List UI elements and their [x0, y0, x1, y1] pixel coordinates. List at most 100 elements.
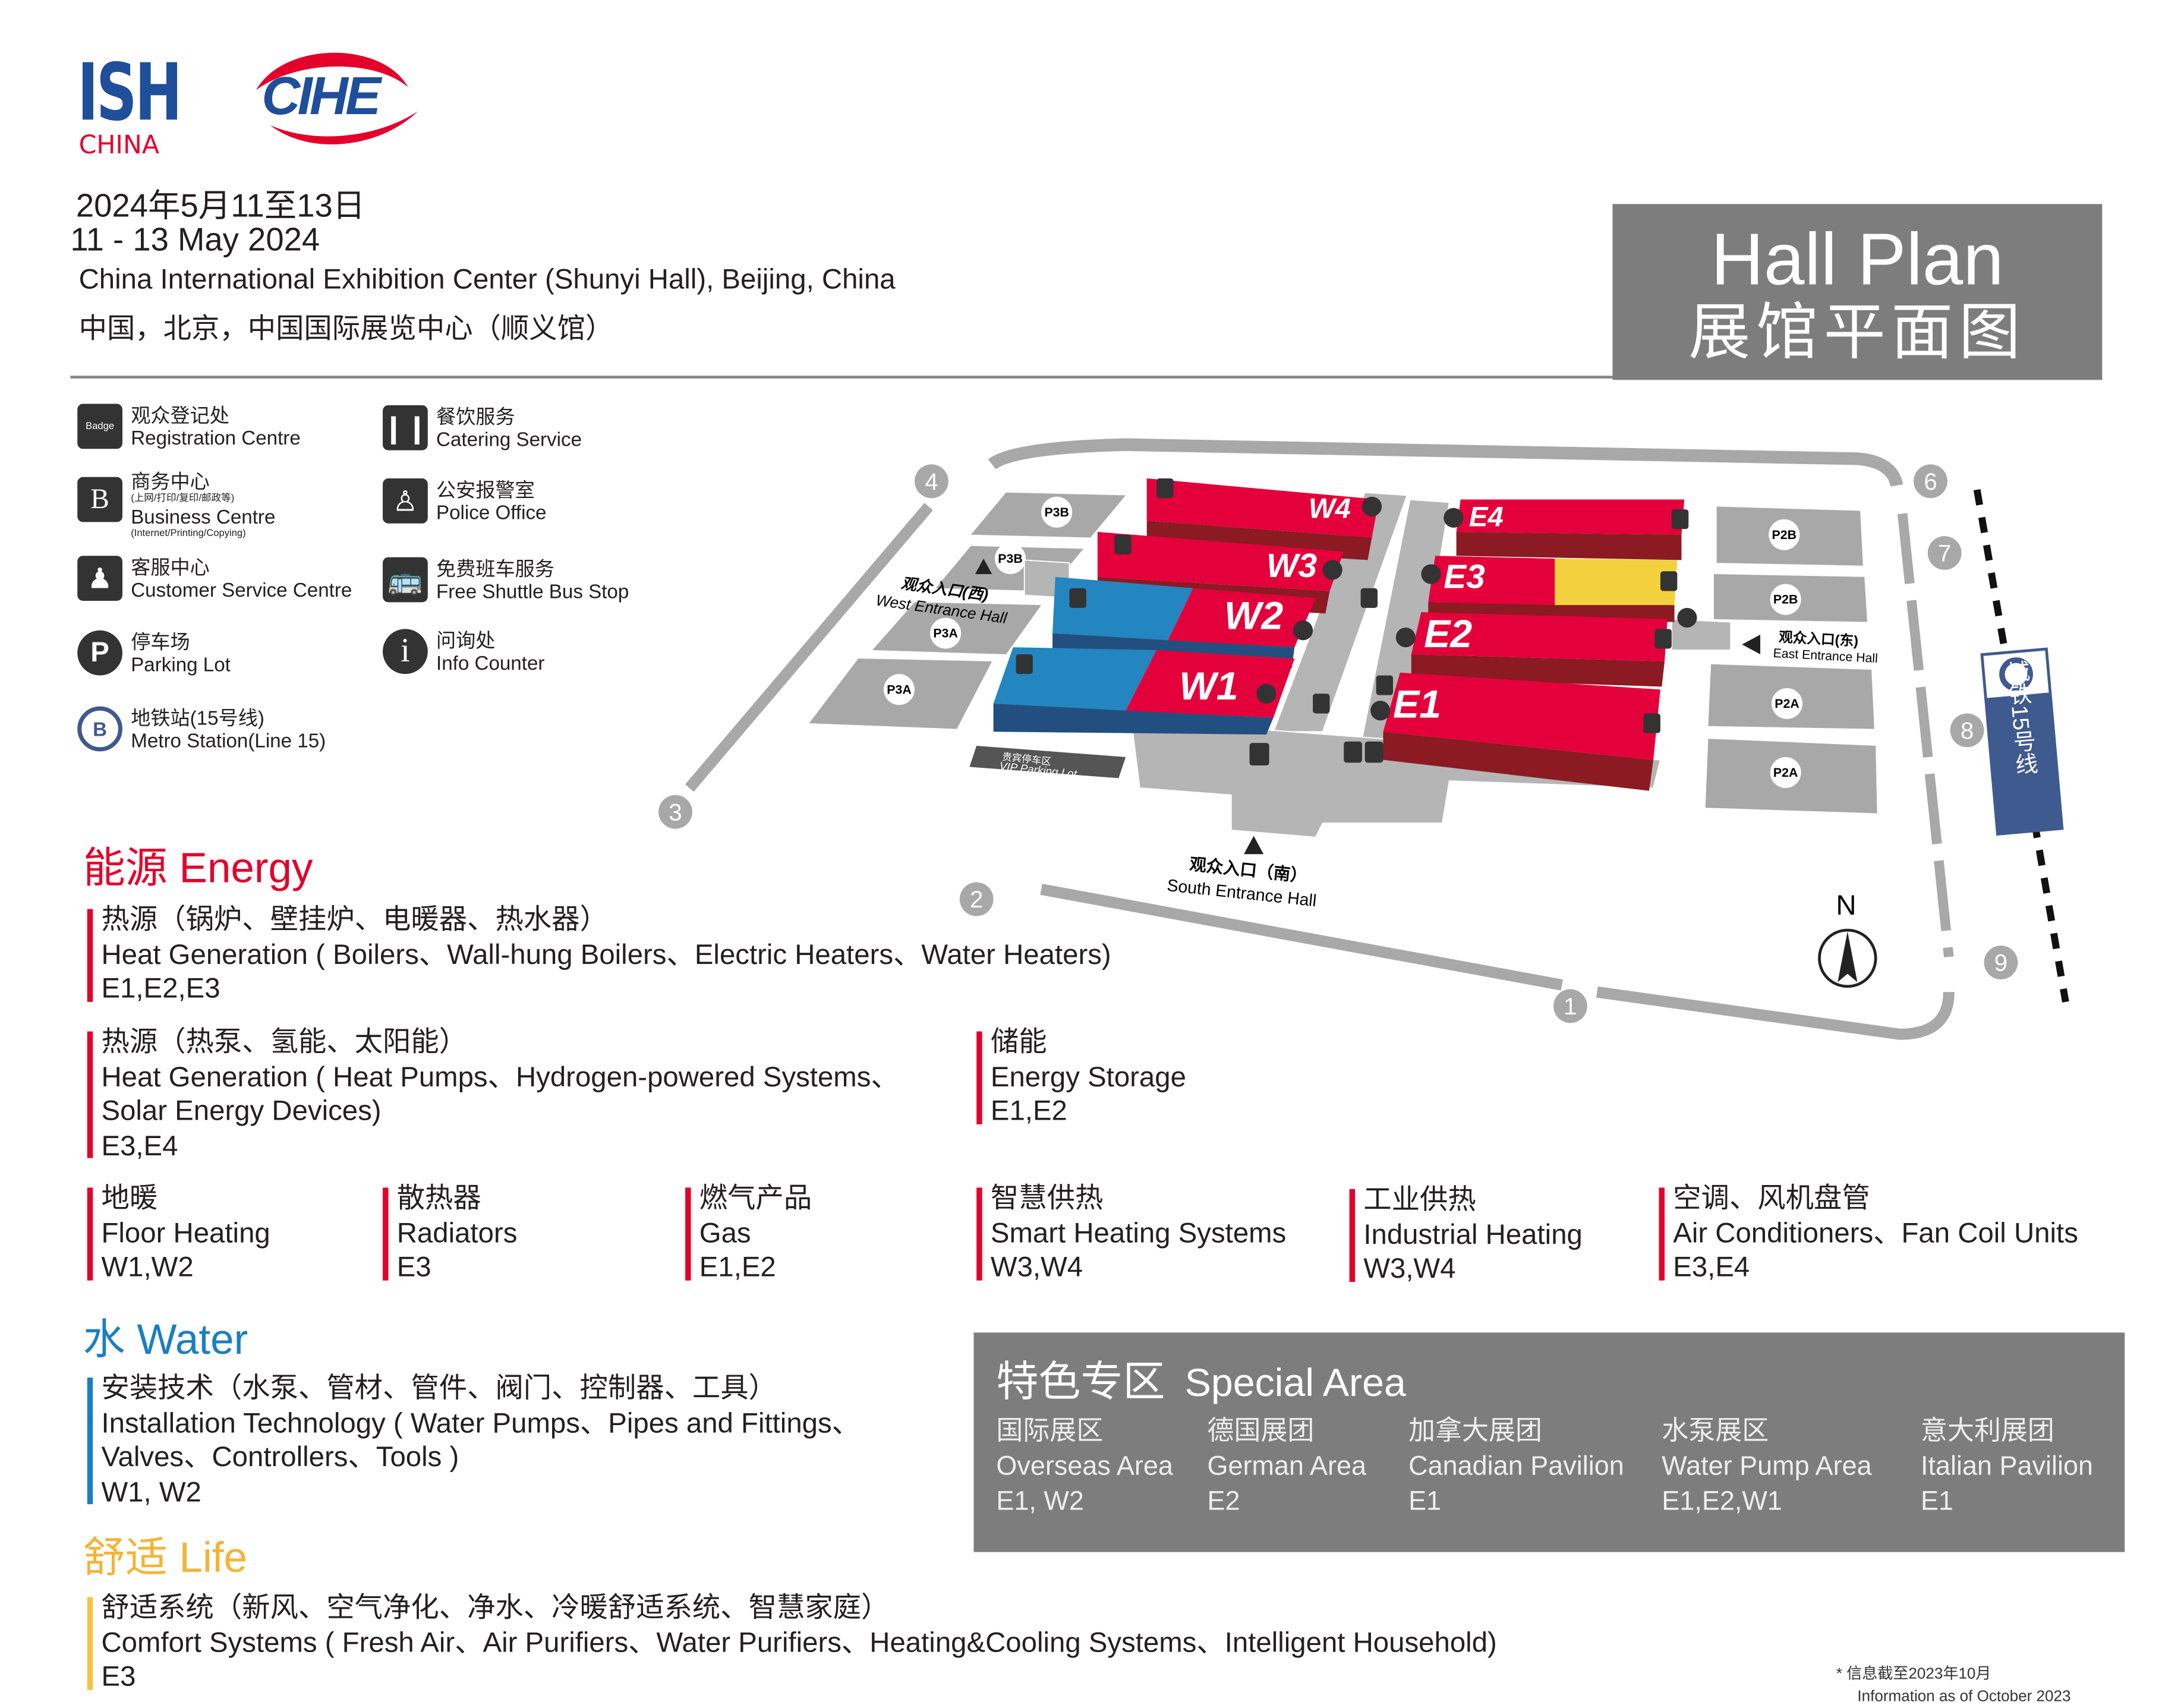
- special-zh: 德国展团: [1207, 1417, 1315, 1447]
- info-icon: [1256, 683, 1277, 704]
- hall-e1[interactable]: [1383, 672, 1660, 760]
- date-zh: 2024年5月11至13日: [75, 187, 365, 224]
- gate-label: 2: [970, 886, 983, 913]
- hall-plan-title-zh: 展馆平面图: [1688, 298, 2026, 367]
- special-zh: 意大利展团: [1920, 1417, 2054, 1447]
- parking-label: P3A: [933, 626, 957, 641]
- halls: [993, 478, 1685, 791]
- category-zh: 工业供热: [1363, 1184, 1476, 1216]
- info-icon: i: [383, 629, 428, 675]
- north-label: N: [1836, 890, 1856, 921]
- special-zh: 国际展区: [996, 1417, 1104, 1447]
- legend-label-en: Metro Station(Line 15): [131, 729, 326, 752]
- gate-label: 9: [1994, 950, 2007, 976]
- hall-e2[interactable]: [1411, 612, 1668, 661]
- compass-icon: [1818, 928, 1877, 988]
- hall-label-w4: W4: [1309, 493, 1351, 524]
- business-centre-icon: B: [77, 477, 122, 522]
- gate-label: 3: [669, 799, 682, 825]
- police-icon: ♙: [383, 478, 428, 524]
- parking-labels: P3B P3B P3A P3A P2B P2B P2A P2A: [883, 496, 1803, 788]
- category-halls: E3: [396, 1252, 431, 1284]
- shuttle-bus-icon: 🚌: [383, 557, 428, 603]
- ring-road-east: [1897, 513, 1954, 957]
- category-zh: 储能: [990, 1027, 1047, 1058]
- category-halls: W3,W4: [990, 1252, 1083, 1284]
- legend-label-zh: 问询处: [436, 629, 496, 652]
- hall-w4[interactable]: [1146, 478, 1379, 538]
- hall-w2[interactable]: [1168, 588, 1316, 648]
- legend-label-en: Catering Service: [436, 427, 582, 450]
- category-en: Gas: [699, 1218, 751, 1249]
- catering-icon: [1654, 629, 1672, 649]
- badge-icon: [1249, 743, 1269, 766]
- info-icon: [1444, 508, 1464, 528]
- legend-label-en: Customer Service Centre: [131, 578, 352, 601]
- category-halls: E3,E4: [1673, 1252, 1750, 1284]
- info-icon: [1361, 496, 1382, 516]
- category-halls: W1,W2: [101, 1252, 194, 1284]
- legend-label-en: Parking Lot: [131, 653, 231, 676]
- legend-note-en: (Internet/Printing/Copying): [131, 529, 246, 539]
- header-divider: [70, 376, 1613, 379]
- parking-label: P2B: [1772, 528, 1797, 542]
- category-en: Smart Heating Systems: [990, 1218, 1287, 1249]
- category-zh: 安装技术（水泵、管材、管件、阀门、控制器、工具）: [101, 1373, 777, 1405]
- catering-icon: ❙❙: [382, 405, 429, 450]
- parking-label: P2A: [1773, 765, 1798, 780]
- category-zh: 舒适系统（新风、空气净化、净水、冷暖舒适系统、智慧家庭）: [101, 1593, 890, 1624]
- gate-label: 4: [925, 468, 938, 495]
- gate-labels: 1 2 3 4 6 7 8 9: [669, 468, 2007, 1020]
- category-zh: 燃气产品: [699, 1183, 812, 1215]
- parking-label: P2B: [1773, 593, 1798, 607]
- legend-label-zh: 免费班车服务: [436, 557, 554, 580]
- legend-label-en: Business Centre: [131, 505, 276, 528]
- hall-label-e2: E2: [1424, 612, 1472, 656]
- category-halls: E3,E4: [101, 1130, 178, 1162]
- category-halls: E1,E2,E3: [101, 973, 220, 1005]
- special-area-title-zh: 特色专区: [996, 1359, 1165, 1406]
- legend-label-zh: 停车场: [131, 630, 190, 653]
- category-en: Heat Generation ( Heat Pumps、Hydrogen-po…: [101, 1061, 899, 1127]
- hall-plan-title: Hall Plan 展馆平面图: [1612, 204, 2103, 380]
- special-halls: E1: [1920, 1487, 1954, 1517]
- info-icon: [1421, 564, 1441, 584]
- special-area-title-en: Special Area: [1184, 1360, 1406, 1405]
- special-area-title: 特色专区 Special Area: [996, 1347, 1406, 1408]
- category-block: 热源（锅炉、壁挂炉、电暖器、热水器）Heat Generation ( Boil…: [87, 903, 1227, 1007]
- category-zh: 智慧供热: [990, 1183, 1104, 1215]
- legend-label-zh: 客服中心: [131, 556, 210, 579]
- ring-road-north: [988, 438, 1903, 487]
- catering-icon: [1313, 694, 1330, 714]
- cihe-swoosh-icon: [256, 52, 418, 144]
- metro-icon: B: [77, 706, 122, 752]
- footnote-en: Information as of October 2023: [1857, 1688, 2071, 1706]
- hall-e3[interactable]: [1428, 556, 1555, 606]
- hall-plan-title-en: Hall Plan: [1711, 219, 2004, 301]
- category-halls: W1, W2: [101, 1476, 201, 1508]
- special-en: Overseas Area: [996, 1452, 1173, 1482]
- hall-w2-blue-area: [1052, 576, 1193, 641]
- special-en: Italian Pavilion: [1920, 1452, 2094, 1482]
- west-entrance-arrow: [975, 558, 992, 575]
- hall-w1[interactable]: [1126, 650, 1295, 718]
- parking-label: P3B: [998, 552, 1022, 566]
- hall-label-e1: E1: [1393, 683, 1441, 727]
- hall-e4[interactable]: [1456, 499, 1685, 535]
- category-en: Energy Storage: [990, 1061, 1186, 1093]
- parking-label: P3B: [1044, 505, 1069, 519]
- date-en: 11 - 13 May 2024: [70, 220, 320, 258]
- customer-service-icon: ♟: [77, 556, 122, 601]
- legend-metro: B 地铁站(15号线)Metro Station(Line 15): [77, 706, 326, 752]
- south-entrance-arrow: [1244, 836, 1264, 855]
